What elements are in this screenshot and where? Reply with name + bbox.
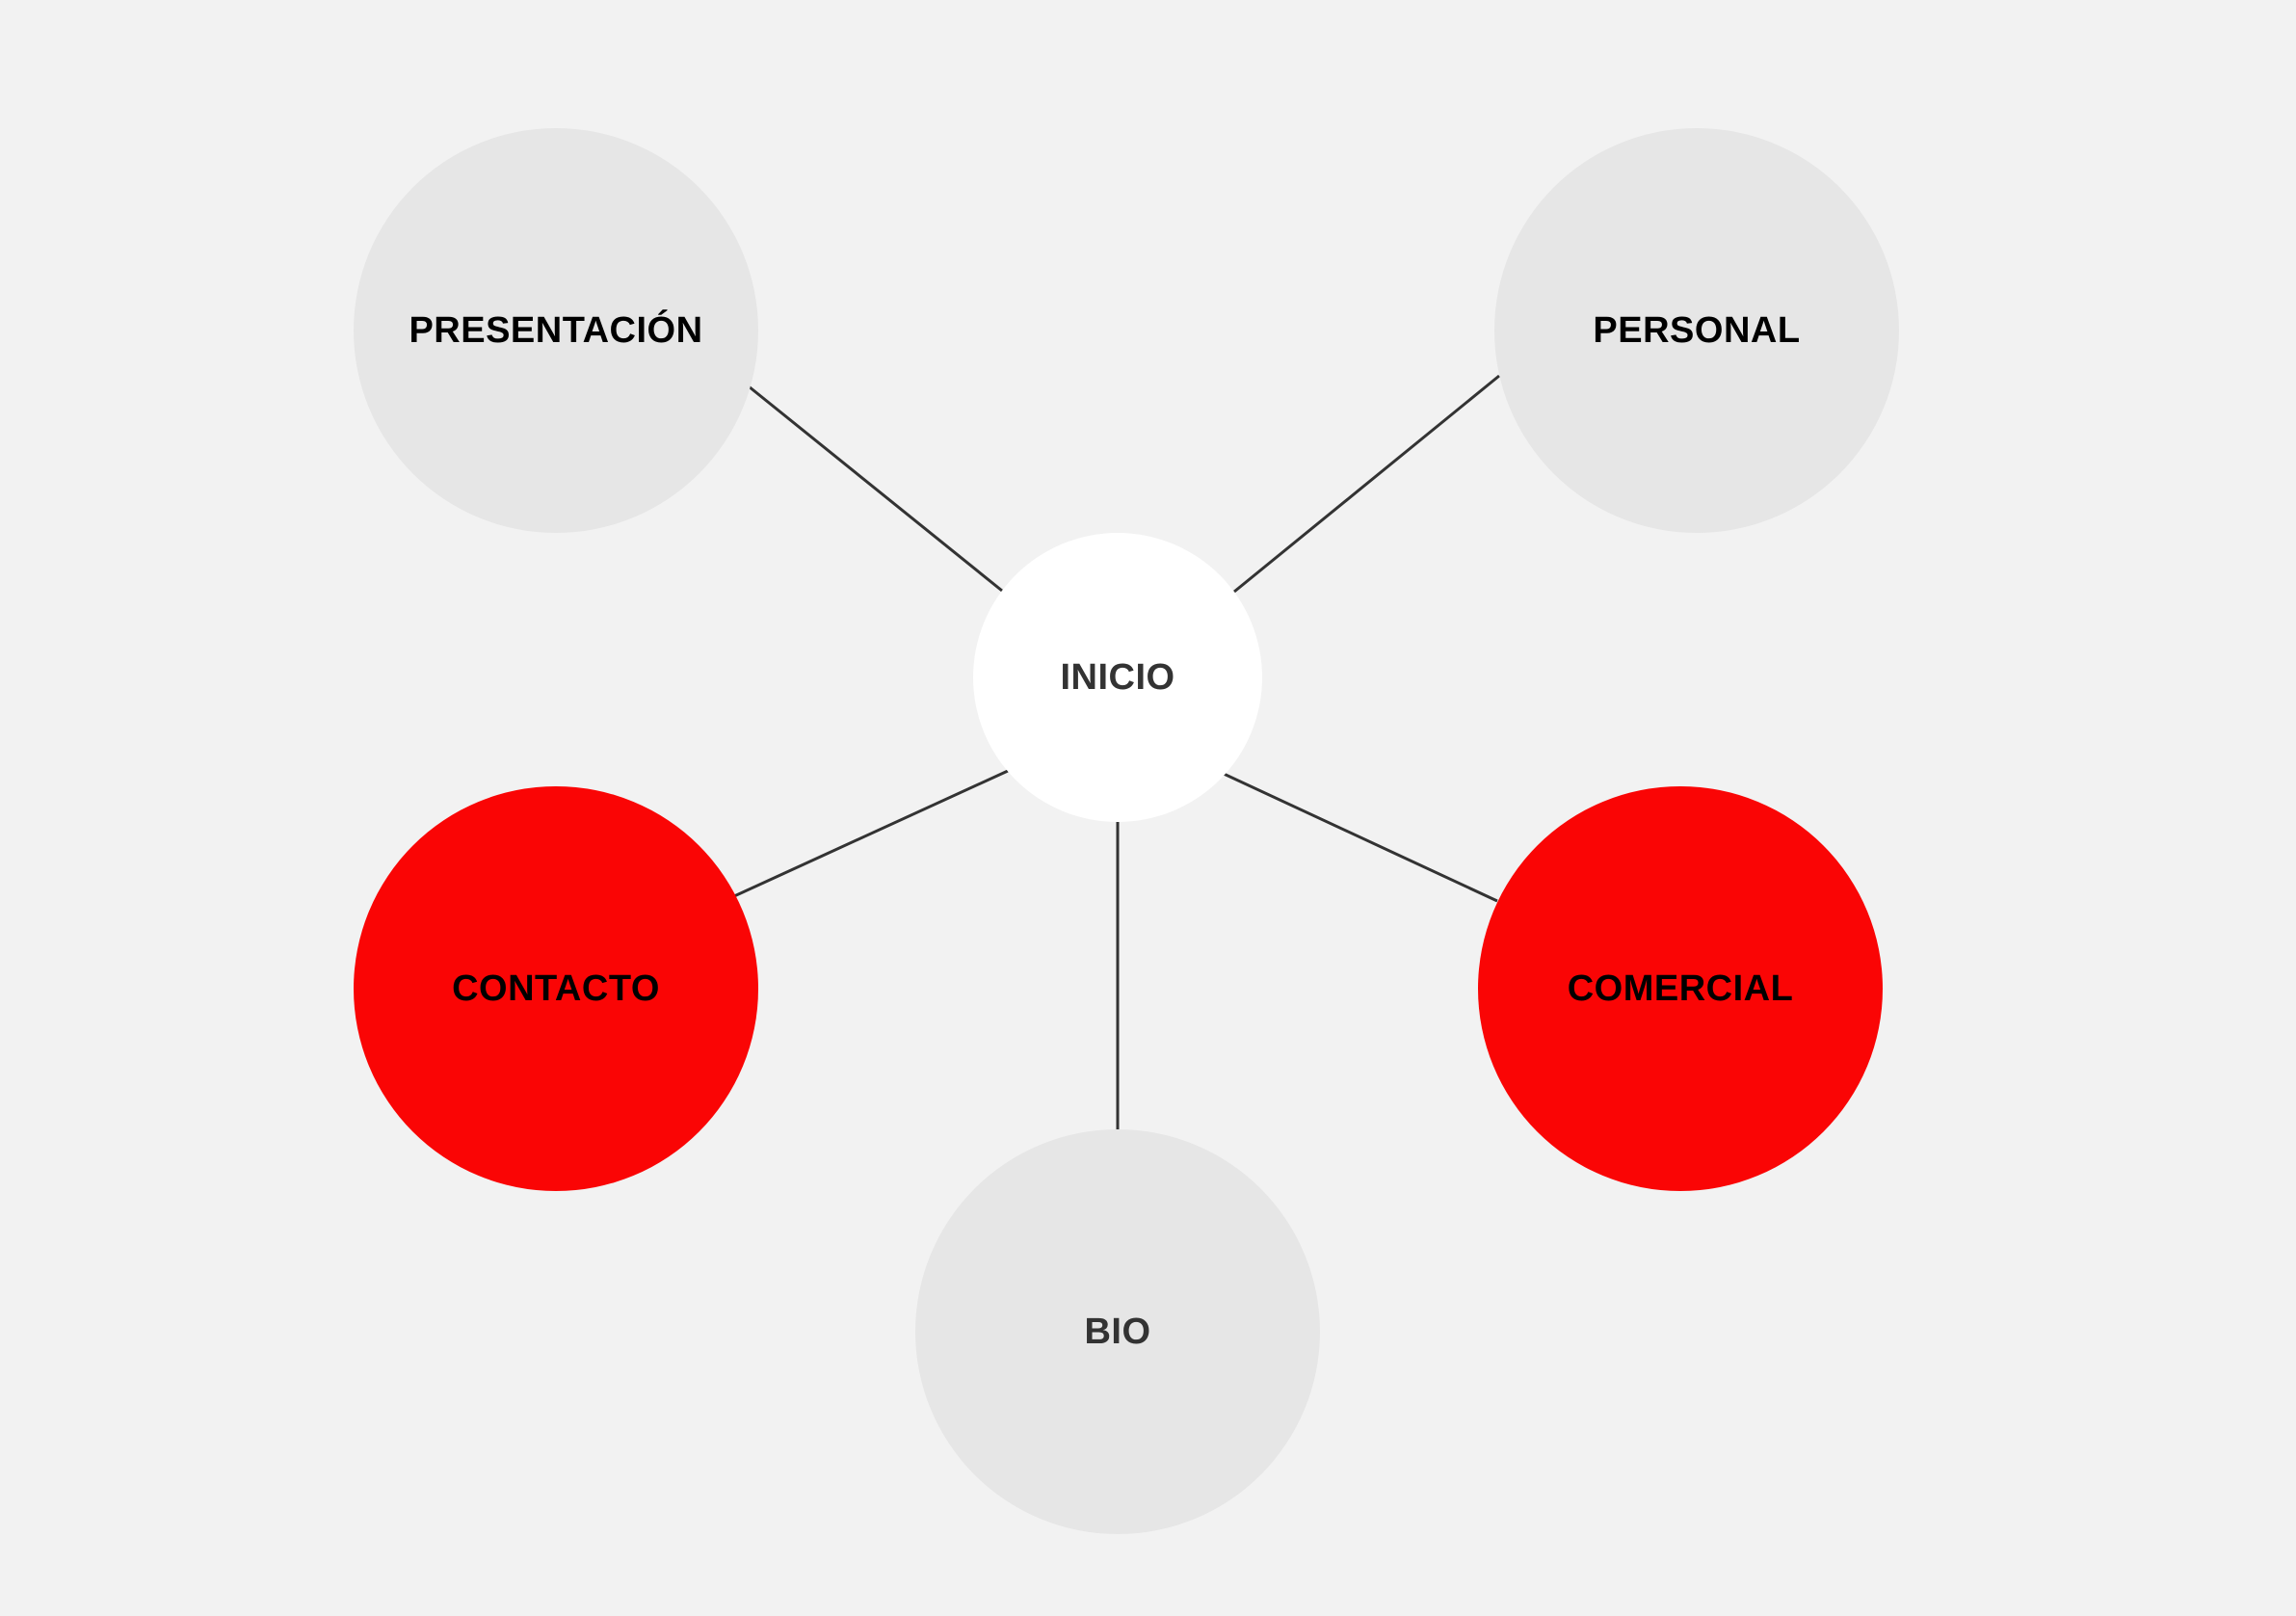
- edge-inicio-presentacion: [748, 384, 1003, 593]
- edge-inicio-comercial: [1223, 772, 1498, 903]
- node-inicio-center[interactable]: INICIO: [973, 533, 1262, 822]
- node-inicio-label: INICIO: [1060, 656, 1175, 698]
- node-personal-label: PERSONAL: [1593, 309, 1801, 351]
- node-contacto[interactable]: CONTACTO: [354, 786, 758, 1191]
- node-bio-label: BIO: [1084, 1311, 1151, 1352]
- edge-inicio-personal: [1233, 374, 1500, 594]
- node-contacto-label: CONTACTO: [452, 967, 660, 1009]
- node-comercial-label: COMERCIAL: [1567, 967, 1794, 1009]
- node-bio[interactable]: BIO: [915, 1129, 1320, 1534]
- node-presentacion[interactable]: PRESENTACIÓN: [354, 128, 758, 533]
- edge-inicio-contacto: [733, 769, 1009, 898]
- node-presentacion-label: PRESENTACIÓN: [409, 309, 703, 351]
- node-comercial[interactable]: COMERCIAL: [1478, 786, 1883, 1191]
- node-personal[interactable]: PERSONAL: [1494, 128, 1899, 533]
